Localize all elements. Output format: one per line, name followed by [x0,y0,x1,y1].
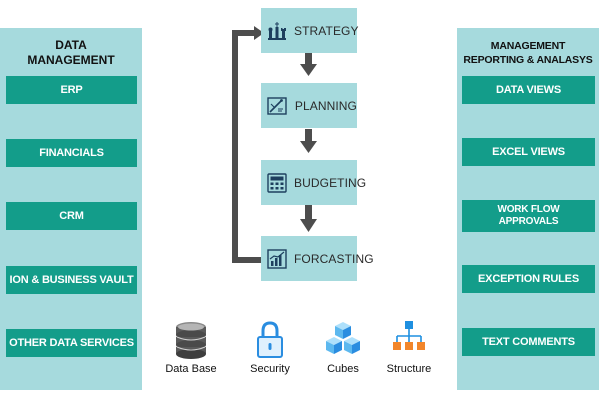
data-views-button[interactable]: DATA VIEWS [462,76,595,104]
work-flow-approvals-button[interactable]: WORK FLOW APPROVALS [462,200,595,232]
title-line-2: REPORTING & ANALASYS [463,54,593,66]
management-reporting-title: MANAGEMENT REPORTING & ANALASYS [457,39,599,67]
step-forcasting[interactable]: FORCASTING [261,236,374,281]
chess-pieces-icon [266,19,288,43]
title-line-1: MANAGEMENT [490,40,566,52]
data-management-title: DATA MANAGEMENT [0,38,142,68]
tool-label-database: Data Base [165,363,217,375]
tool-database[interactable]: Data Base [156,320,226,375]
hierarchy-icon [393,321,425,350]
management-reporting-panel: MANAGEMENT REPORTING & ANALASYS DATA VIE… [457,28,599,390]
erp-button[interactable]: ERP [6,76,137,104]
text-comments-button[interactable]: TEXT COMMENTS [462,328,595,356]
tool-cubes[interactable]: Cubes [308,320,378,375]
financials-button[interactable]: FINANCIALS [6,139,137,167]
button-label-line-2: APPROVALS [498,216,559,227]
step-strategy[interactable]: STRATEGY [261,8,359,53]
tool-label-structure: Structure [386,363,432,375]
database-icon [176,322,206,359]
step-planning[interactable]: PLANNING [261,83,357,128]
down-arrow [300,129,317,153]
cubes-icon [326,322,360,354]
step-label-forcasting: FORCASTING [294,251,374,266]
data-management-panel: DATA MANAGEMENT ERP FINANCIALS CRM ION &… [0,28,142,390]
calculator-icon [266,171,288,195]
title-line-2: MANAGEMENT [27,53,115,67]
excel-views-button[interactable]: EXCEL VIEWS [462,138,595,166]
tool-label-security: Security [250,363,290,375]
button-label-line-1: WORK FLOW [497,204,560,215]
title-line-1: DATA [55,38,87,52]
drafting-icon [266,94,289,118]
tool-security[interactable]: Security [235,320,305,375]
down-arrow [300,205,317,232]
ion-business-vault-button[interactable]: ION & BUSINESS VAULT [6,266,137,294]
exception-rules-button[interactable]: EXCEPTION RULES [462,265,595,293]
step-label-budgeting: BUDGETING [294,175,367,190]
step-budgeting[interactable]: BUDGETING [261,160,366,205]
chart-icon [266,247,288,271]
down-arrow [300,52,317,76]
loop-back-arrow [232,30,263,263]
step-label-planning: PLANNING [294,98,357,113]
crm-button[interactable]: CRM [6,202,137,230]
other-data-services-button[interactable]: OTHER DATA SERVICES [6,329,137,357]
tool-label-cubes: Cubes [327,363,359,375]
step-label-strategy: STRATEGY [294,23,359,38]
tool-structure[interactable]: Structure [374,320,444,375]
padlock-icon [257,321,283,358]
